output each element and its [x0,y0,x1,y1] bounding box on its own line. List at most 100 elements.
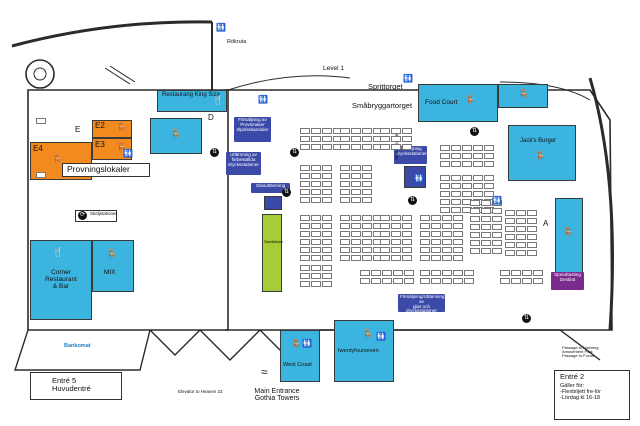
exhibitor-stand[interactable] [340,223,350,229]
exhibitor-stand[interactable] [322,239,332,245]
exhibitor-stand[interactable] [322,255,332,261]
exhibitor-stand[interactable] [402,239,412,245]
exhibitor-stand[interactable] [393,278,403,284]
exhibitor-stand[interactable] [340,255,350,261]
exhibitor-stand[interactable] [362,173,372,179]
exhibitor-stand[interactable] [442,215,452,221]
exhibitor-stand[interactable] [462,183,472,189]
exhibitor-stand[interactable] [300,189,310,195]
exhibitor-stand[interactable] [380,255,390,261]
exhibitor-stand[interactable] [380,128,390,134]
exhibitor-stand[interactable] [431,215,441,221]
exhibitor-stand[interactable] [402,144,412,150]
exhibitor-stand[interactable] [300,239,310,245]
exhibitor-stand[interactable] [453,223,463,229]
exhibitor-stand[interactable] [362,247,372,253]
room-e2[interactable] [92,120,132,138]
exhibitor-stand[interactable] [380,144,390,150]
provningslokaler-box[interactable] [62,163,150,177]
exhibitor-stand[interactable] [322,165,332,171]
exhibitor-stand[interactable] [391,231,401,237]
exhibitor-stand[interactable] [322,144,332,150]
exhibitor-stand[interactable] [362,165,372,171]
exhibitor-stand[interactable] [442,231,452,237]
mix-bar[interactable] [92,240,134,292]
exhibitor-stand[interactable] [527,210,537,216]
exhibitor-stand[interactable] [431,223,441,229]
exhibitor-stand[interactable] [516,234,526,240]
exhibitor-stand[interactable] [402,128,412,134]
exhibitor-stand[interactable] [340,197,350,203]
exhibitor-stand[interactable] [442,278,452,284]
exhibitor-stand[interactable] [340,144,350,150]
exhibitor-stand[interactable] [451,207,461,213]
exhibitor-stand[interactable] [380,136,390,142]
exhibitor-stand[interactable] [360,270,370,276]
exhibitor-stand[interactable] [351,136,361,142]
exhibitor-stand[interactable] [492,224,502,230]
exhibitor-stand[interactable] [362,144,372,150]
exhibitor-stand[interactable] [362,181,372,187]
exhibitor-stand[interactable] [351,223,361,229]
exhibitor-stand[interactable] [505,218,515,224]
exhibitor-stand[interactable] [340,247,350,253]
exhibitor-stand[interactable] [522,278,532,284]
exhibitor-stand[interactable] [481,200,491,206]
exhibitor-stand[interactable] [492,208,502,214]
exhibitor-stand[interactable] [391,223,401,229]
exhibitor-stand[interactable] [393,270,403,276]
exhibitor-stand[interactable] [484,191,494,197]
exhibitor-stand[interactable] [391,136,401,142]
exhibitor-stand[interactable] [340,181,350,187]
exhibitor-stand[interactable] [453,278,463,284]
exhibitor-stand[interactable] [362,189,372,195]
exhibitor-stand[interactable] [420,255,430,261]
exhibitor-stand[interactable] [340,173,350,179]
exhibitor-stand[interactable] [391,255,401,261]
exhibitor-stand[interactable] [311,128,321,134]
exhibitor-stand[interactable] [484,145,494,151]
exhibitor-stand[interactable] [311,197,321,203]
exhibitor-stand[interactable] [440,161,450,167]
exhibitor-stand[interactable] [516,250,526,256]
exhibitor-stand[interactable] [300,165,310,171]
exhibitor-stand[interactable] [453,231,463,237]
exhibitor-stand[interactable] [322,197,332,203]
exhibitor-stand[interactable] [311,189,321,195]
exhibitor-stand[interactable] [300,197,310,203]
entre5-box[interactable] [30,372,122,400]
exhibitor-stand[interactable] [442,247,452,253]
exhibitor-stand[interactable] [311,239,321,245]
exhibitor-stand[interactable] [492,216,502,222]
exhibitor-stand[interactable] [300,231,310,237]
exhibitor-stand[interactable] [431,239,441,245]
exhibitor-stand[interactable] [527,234,537,240]
exhibitor-stand[interactable] [505,210,515,216]
exhibitor-stand[interactable] [431,278,441,284]
exhibitor-stand[interactable] [351,231,361,237]
exhibitor-stand[interactable] [402,255,412,261]
exhibitor-stand[interactable] [440,153,450,159]
exhibitor-stand[interactable] [451,183,461,189]
exhibitor-stand[interactable] [453,255,463,261]
exhibitor-stand[interactable] [473,161,483,167]
sandbox-area[interactable] [262,214,282,292]
exhibitor-stand[interactable] [470,248,480,254]
exhibitor-stand[interactable] [420,231,430,237]
exhibitor-stand[interactable] [484,183,494,189]
exhibitor-stand[interactable] [371,278,381,284]
exhibitor-stand[interactable] [492,200,502,206]
exhibitor-stand[interactable] [500,270,510,276]
entre2-box[interactable] [554,370,630,420]
exhibitor-stand[interactable] [380,239,390,245]
exhibitor-stand[interactable] [516,242,526,248]
exhibitor-stand[interactable] [300,128,310,134]
exhibitor-stand[interactable] [440,145,450,151]
exhibitor-stand[interactable] [340,165,350,171]
exhibitor-stand[interactable] [442,239,452,245]
exhibitor-stand[interactable] [362,239,372,245]
exhibitor-stand[interactable] [420,270,430,276]
exhibitor-stand[interactable] [505,226,515,232]
exhibitor-stand[interactable] [473,191,483,197]
exhibitor-stand[interactable] [380,223,390,229]
